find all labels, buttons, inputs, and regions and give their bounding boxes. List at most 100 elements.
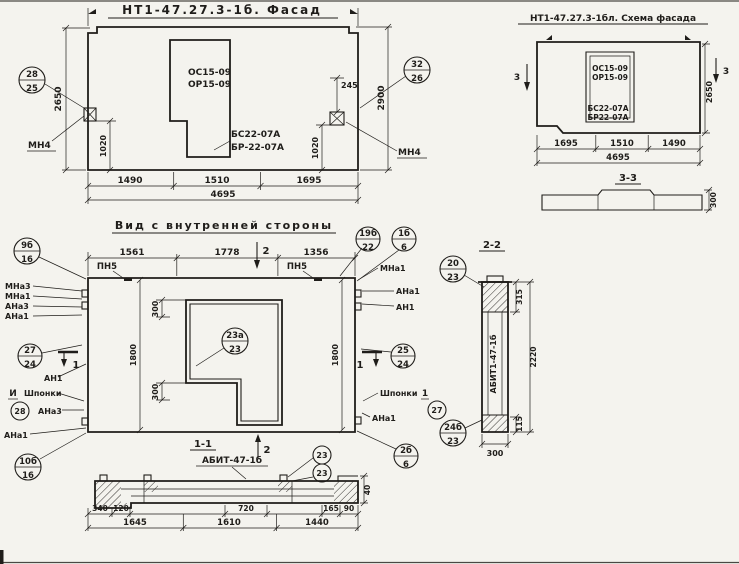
schema-section-mark-left: 3 [514,64,530,91]
facade-dim-2650: 2650 [54,86,64,111]
facade-embed-left-cross [83,107,97,122]
schema-window-label-3: БС22-07А [587,104,628,113]
section-2-2-dim-115: 115 [515,416,524,432]
section-3-3: 3-3 300 [541,173,718,214]
inner-panel-outline [87,277,356,433]
section-1-1-hatch-mid-2 [278,481,292,492]
schema-dim-line-2 [533,159,704,167]
inner-panel-edge-tabs [81,289,362,426]
inner-callout-27r-label: 27 [431,406,442,415]
inner-callout-9b-top: 9б [21,240,33,251]
facade-callout-right-top: 32 [411,60,423,70]
schema-dim-extensions [536,135,701,166]
inner-callout-2b-bottom: 6 [403,460,409,470]
schema-corner-flag-left [546,35,552,40]
section-2-2-dim-115-lines [512,413,520,436]
facade-dim-2650-lines [62,24,90,174]
section-1-1: 1-1 АБИТ-47-1б 23 23 340 120 720 165 [84,439,372,532]
facade-embed-left-leader [51,115,85,142]
schema-dim-total: 4695 [606,153,630,163]
section-2-2-inner-verticals [487,312,503,415]
inner-window-outer [185,299,283,426]
inner-callout-2b: 2б 6 [356,430,419,470]
inner-callout-27-top: 27 [24,346,36,356]
inner-dim-1800-right: 1800 [331,343,340,366]
schema-panel-outline [536,41,701,134]
section-2-2-callout-bottom: 24б 23 [439,419,483,447]
facade-embed-left [83,107,97,122]
section-1-1-dim-extensions [87,505,359,531]
inner-callout-19b-bottom: 22 [362,243,374,253]
schema-dim-2650-lines [701,40,710,137]
inner-ana3-bottom: АНа3 [38,407,62,416]
facade-dim-extensions [87,172,359,204]
facade-sill-label-2: БР-22-07А [231,143,284,153]
schema-window-label-1: ОС15-09 [592,64,628,73]
section-1-1-dim-line-1 [84,510,362,518]
inner-pn5-left-mark [124,278,132,281]
section-1-1-callout-top: 23 [316,451,327,460]
section-3-3-profile [541,189,703,211]
inner-callout-1b: 1б 6 [356,226,417,282]
inner-anchor-label-ana3: АНа3 [5,302,29,311]
inner-pn5-right-mark [314,278,322,281]
facade-dim-line-2 [84,196,362,204]
inner-section-2-mark-top: 2 [254,242,270,269]
facade-corner-flag-right [350,9,358,14]
inner-section-1-mark-right: 1 [357,350,382,371]
section-2-2-callout-top-bottom: 23 [447,273,459,283]
section-1-1-dim-165: 165 [323,504,339,513]
section-1-1-dim-90: 90 [344,504,354,513]
inner-callout-28-label: 28 [14,407,26,416]
schema-dim-2650: 2650 [705,80,714,103]
inner-view: Вид с внутренней стороны 9б 16 19б 22 1б… [4,219,447,481]
section-2-2-dim-2220: 2220 [529,347,538,368]
schema-section-mark-right: 3 [713,58,729,83]
section-2-2-dim-2220-lines [526,278,534,436]
facade-dim-1020-right: 1020 [311,136,320,159]
schema-dim-w3: 1490 [662,139,686,149]
inner-dim-line [84,254,359,262]
facade-callout-right: 32 26 [359,56,431,109]
section-1-1-dim-40-lines [360,472,368,507]
section-2-2-hatch-bottom [482,415,508,432]
inner-shponki-right: Шпонки [380,389,417,398]
inner-title: Вид с внутренней стороны [115,219,333,232]
facade-title: НТ1-47.27.3-1б. Фасад [122,3,322,17]
inner-mna1-top-leader [357,267,379,281]
facade-dim-1020-left-lines [96,117,116,174]
inner-right-label-an1: АН1 [396,303,415,312]
schema-window-label-4: БР22-07А [587,113,628,122]
inner-callout-10b: 10б 16 [14,432,87,481]
schema-title: НТ1-47.27.3-1бл. Схема фасада [530,13,696,24]
inner-callout-27r: 27 [427,400,447,420]
facade-callout-left-bottom: 25 [26,84,38,94]
section-1-1-dim-340: 340 [92,504,108,513]
inner-callout-1b-bottom: 6 [401,243,407,253]
inner-callout-2b-top: 2б [400,445,412,456]
inner-section-2-top-label: 2 [263,246,270,257]
facade-callout-left-top: 28 [26,70,38,80]
section-3-3-profile-steps [597,195,655,210]
section-3-3-title: 3-3 [619,173,637,184]
schema-corner-flag-right [685,35,691,40]
section-2-2-callout-bottom-top: 24б [444,422,462,433]
schema-section-mark-left-label: 3 [514,73,520,83]
section-2-2-dim-315-lines [512,278,520,316]
inner-mna1-top: МНа1 [380,264,406,273]
schema-dim-w1: 1695 [554,139,578,149]
inner-dim-w3: 1356 [303,248,328,258]
inner-pn5-right: ПН5 [287,262,307,272]
facade-callout-left: 28 25 [18,66,85,109]
inner-section-2-bottom-label: 2 [264,445,271,456]
inner-window-inner [189,303,279,422]
section-1-1-dim-line-2 [84,524,362,532]
inner-callout-25-top: 25 [397,346,409,356]
inner-shponki-left: Шпонки [24,389,61,398]
inner-ana1-bottom-right-leader [361,412,371,418]
inner-shponki-right-leader [362,392,379,402]
inner-callout-19b-top: 19б [359,228,377,239]
section-2-2-inner-lines [482,311,508,416]
inner-callout-27-bottom: 24 [24,360,36,370]
